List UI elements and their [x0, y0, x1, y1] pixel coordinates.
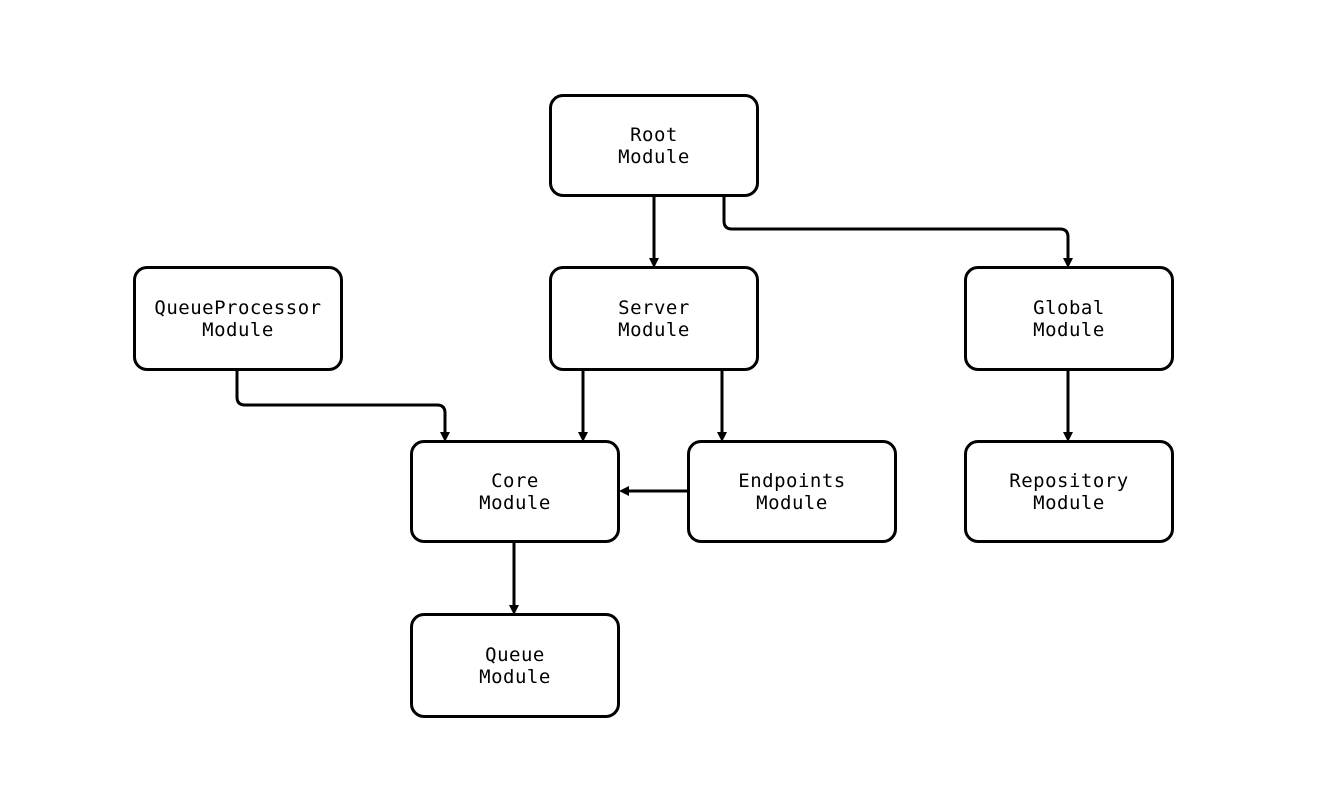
- root-module-node-label-line-2: Module: [618, 145, 690, 168]
- core-module-node-label-line-1: Core: [491, 469, 539, 492]
- endpoints-module-node-label-line-2: Module: [756, 491, 828, 514]
- queue-module-node-label-line-2: Module: [479, 665, 551, 688]
- edge-queueprocessor-to-core: [235, 371, 450, 442]
- queueprocessor-module-node-label-line-1: QueueProcessor: [154, 296, 322, 319]
- global-module-node-label-line-1: Global: [1033, 296, 1105, 319]
- core-module-node-label-line-2: Module: [479, 491, 551, 514]
- root-module-node-label-line-1: Root: [630, 123, 678, 146]
- server-module-node-label-line-2: Module: [618, 318, 690, 341]
- edge-root-to-global: [722, 197, 1073, 268]
- server-module-node-label-line-1: Server: [618, 296, 690, 319]
- queueprocessor-module-node-label-line-2: Module: [202, 318, 274, 341]
- endpoints-module-node-label-line-1: Endpoints: [738, 469, 846, 492]
- queue-module-node-label-line-1: Queue: [485, 643, 545, 666]
- global-module-node-label-line-2: Module: [1033, 318, 1105, 341]
- repository-module-node-label-line-1: Repository: [1009, 469, 1129, 492]
- repository-module-node-label-line-2: Module: [1033, 491, 1105, 514]
